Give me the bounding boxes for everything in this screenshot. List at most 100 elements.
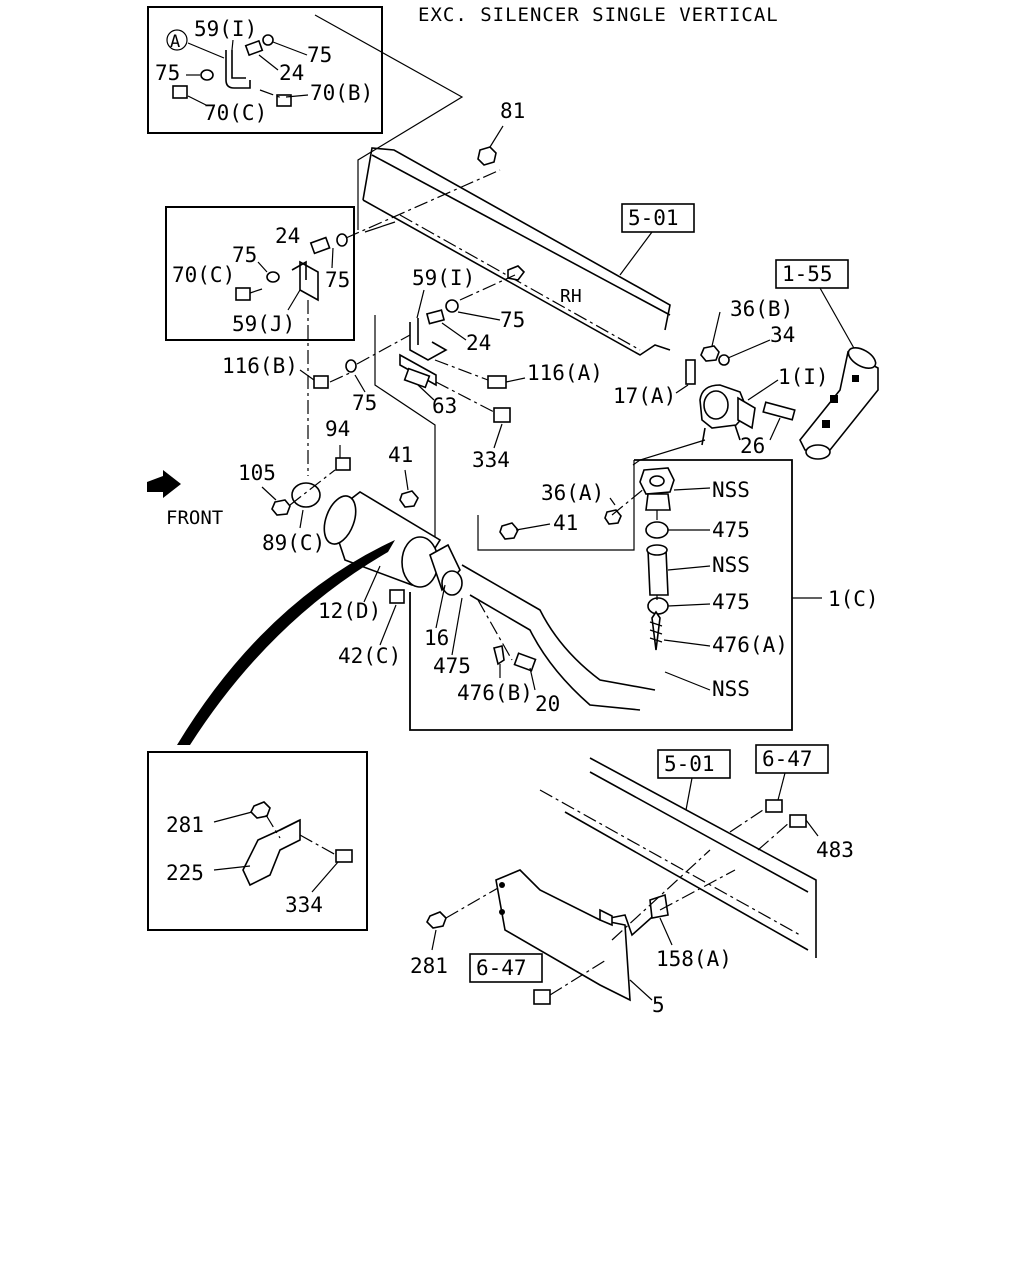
washer-shape	[200, 69, 214, 81]
callout-36b: 36(B)	[730, 297, 793, 321]
nut-shape	[399, 490, 419, 508]
callout-26: 26	[740, 434, 765, 458]
callout-34: 34	[770, 323, 795, 347]
callout-334: 334	[472, 448, 510, 472]
gasket-shape	[645, 521, 669, 539]
assembly-box-1c	[409, 459, 793, 731]
nut-shape	[426, 911, 447, 929]
exhaust-pipe-elbow	[699, 384, 756, 446]
bolt-shape	[487, 375, 507, 389]
detail-arrow	[177, 540, 395, 745]
callout-5: 5	[652, 993, 665, 1017]
washer-shape	[266, 271, 280, 283]
callout-281: 281	[410, 954, 448, 978]
washer-shape	[345, 359, 357, 373]
insulator-shape	[403, 367, 431, 389]
heat-shield-bracket-shape	[242, 818, 301, 887]
callout-41: 41	[388, 443, 413, 467]
ref-label-5-01: 5-01	[628, 206, 679, 230]
bolt-shape	[235, 287, 251, 301]
bolt-shape	[335, 849, 353, 863]
callout-116b: 116(B)	[222, 354, 298, 378]
washer-shape	[262, 34, 274, 46]
stud-shape	[762, 401, 796, 421]
nut-shape	[250, 801, 271, 819]
callout-1c: 1(C)	[828, 587, 879, 611]
bolt-shape	[313, 375, 329, 389]
callout-483: 483	[816, 838, 854, 862]
callout-59i: 59(I)	[194, 17, 257, 41]
callout-105: 105	[238, 461, 276, 485]
exhaust-manifold	[799, 346, 879, 460]
callout-475: 475	[712, 518, 750, 542]
ref-label-1-55: 1-55	[782, 262, 833, 286]
detail-box-a: A 59(I) 75 75 24 70(B) 70(C)	[147, 6, 383, 134]
callout-476a: 476(A)	[712, 633, 788, 657]
bracket-shape	[409, 322, 448, 361]
callout-63: 63	[432, 394, 457, 418]
callout-75: 75	[325, 268, 350, 292]
detail-box-b: 24 75 75 70(C) 59(J)	[165, 169, 501, 341]
nut-shape	[477, 146, 497, 166]
callout-nss: NSS	[712, 553, 750, 577]
bolt-shape	[493, 407, 511, 423]
washer-shape	[336, 233, 348, 247]
callout-75: 75	[307, 43, 332, 67]
washer-shape	[718, 354, 730, 366]
bolt-shape	[335, 457, 351, 471]
callout-12d: 12(D)	[318, 599, 381, 623]
pipe-segment-shape	[647, 549, 669, 596]
callout-75: 75	[232, 243, 257, 267]
callout-70c: 70(C)	[204, 101, 267, 125]
spacer-shape	[244, 39, 264, 57]
nut-shape	[271, 499, 291, 516]
callout-24: 24	[466, 331, 491, 355]
callout-475: 475	[433, 654, 471, 678]
bolt-shape	[789, 814, 807, 828]
callout-nss: NSS	[712, 478, 750, 502]
front-label: FRONT	[166, 507, 223, 529]
nut-shape	[700, 345, 720, 362]
leader-line	[314, 14, 464, 230]
gasket-shape	[647, 597, 669, 615]
spacer-shape	[309, 236, 331, 255]
bolt-shape	[493, 645, 505, 666]
ref-label-6-47: 6-47	[476, 956, 527, 980]
callout-475: 475	[712, 590, 750, 614]
bolt-shape	[389, 589, 405, 604]
diagram-title: EXC. SILENCER SINGLE VERTICAL	[418, 4, 779, 26]
callout-158a: 158(A)	[656, 947, 732, 971]
callout-17a: 17(A)	[613, 384, 676, 408]
frame-rail-top	[362, 147, 671, 356]
bracket-shape	[299, 260, 319, 302]
callout-41: 41	[553, 511, 578, 535]
bolt-shape	[513, 652, 537, 672]
callout-1i: 1(I)	[778, 365, 829, 389]
nut-shape	[499, 522, 519, 540]
callout-476b: 476(B)	[457, 681, 533, 705]
callout-20: 20	[535, 692, 560, 716]
front-direction-arrow	[147, 470, 181, 498]
callout-225: 225	[166, 861, 204, 885]
callout-281: 281	[166, 813, 204, 837]
callout-36a: 36(A)	[541, 481, 604, 505]
frame-rail-bottom	[539, 757, 817, 958]
callout-94: 94	[325, 417, 350, 441]
callout-75: 75	[352, 391, 377, 415]
callout-59i: 59(I)	[412, 266, 475, 290]
ref-label-6-47: 6-47	[762, 747, 813, 771]
callout-89c: 89(C)	[262, 531, 325, 555]
callout-nss: NSS	[712, 677, 750, 701]
callout-334: 334	[285, 893, 323, 917]
side-label-rh: RH	[560, 286, 582, 307]
bolt-shape	[172, 85, 188, 99]
callout-42c: 42(C)	[338, 644, 401, 668]
callout-116a: 116(A)	[527, 361, 603, 385]
callout-81: 81	[500, 99, 525, 123]
nut-shape	[507, 265, 526, 281]
callout-59j: 59(J)	[232, 312, 295, 336]
washer-shape	[445, 299, 459, 313]
bolt-shape	[533, 989, 551, 1005]
callout-A: A	[170, 32, 180, 52]
